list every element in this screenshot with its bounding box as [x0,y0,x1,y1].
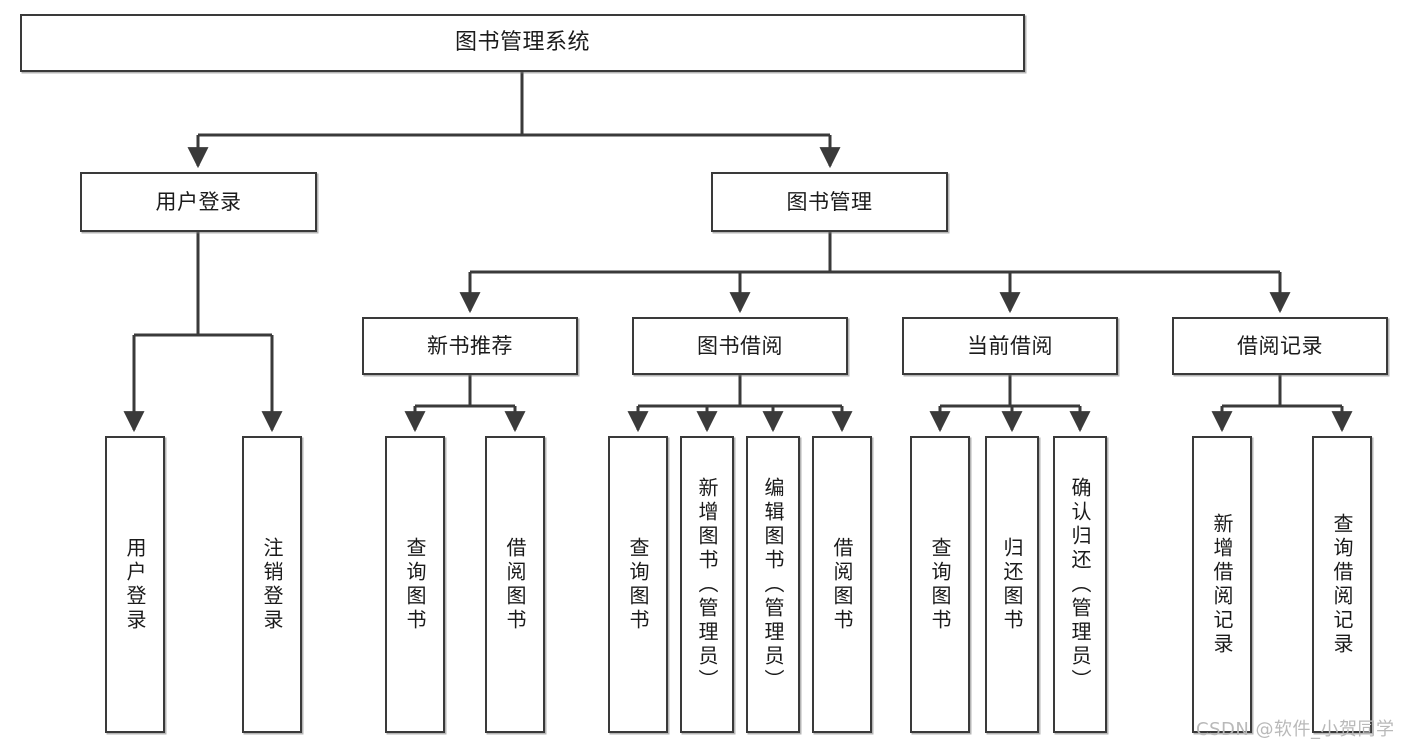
node-leaf-borrow-book-2[interactable]: 借阅图书 [812,436,872,733]
node-leaf-return-book-label: 归还图书 [1000,536,1024,633]
node-leaf-query-borrow-record-label: 查询借阅记录 [1330,512,1354,657]
node-leaf-add-borrow-record-label: 新增借阅记录 [1210,512,1234,657]
node-leaf-add-book-label: 新增图书（管理员） [695,476,719,693]
node-leaf-query-book-3-label: 查询图书 [928,536,952,633]
node-root[interactable]: 图书管理系统 [20,14,1025,72]
node-root-label: 图书管理系统 [454,30,590,56]
node-new-book-recommend[interactable]: 新书推荐 [362,317,578,375]
node-book-borrow-label: 图书借阅 [697,333,783,358]
node-leaf-user-login[interactable]: 用户登录 [105,436,165,733]
node-book-management[interactable]: 图书管理 [711,172,948,232]
node-leaf-add-borrow-record[interactable]: 新增借阅记录 [1192,436,1252,733]
node-leaf-borrow-book-2-label: 借阅图书 [830,536,854,633]
node-leaf-borrow-book-1[interactable]: 借阅图书 [485,436,545,733]
node-new-book-recommend-label: 新书推荐 [427,333,513,358]
node-leaf-edit-book[interactable]: 编辑图书（管理员） [746,436,800,733]
node-leaf-query-book-2-label: 查询图书 [626,536,650,633]
node-leaf-confirm-return[interactable]: 确认归还（管理员） [1053,436,1107,733]
node-current-borrow-label: 当前借阅 [967,333,1053,358]
node-leaf-query-book-1[interactable]: 查询图书 [385,436,445,733]
node-leaf-logout[interactable]: 注销登录 [242,436,302,733]
node-leaf-user-login-label: 用户登录 [123,536,147,633]
node-leaf-query-book-2[interactable]: 查询图书 [608,436,668,733]
node-borrow-record-label: 借阅记录 [1237,333,1323,358]
node-book-borrow[interactable]: 图书借阅 [632,317,848,375]
node-user-login[interactable]: 用户登录 [80,172,317,232]
node-leaf-borrow-book-1-label: 借阅图书 [503,536,527,633]
node-current-borrow[interactable]: 当前借阅 [902,317,1118,375]
node-leaf-return-book[interactable]: 归还图书 [985,436,1039,733]
node-leaf-edit-book-label: 编辑图书（管理员） [761,476,785,693]
node-leaf-query-book-3[interactable]: 查询图书 [910,436,970,733]
node-user-login-label: 用户登录 [155,189,242,214]
node-borrow-record[interactable]: 借阅记录 [1172,317,1388,375]
node-book-management-label: 图书管理 [786,189,873,214]
node-leaf-add-book[interactable]: 新增图书（管理员） [680,436,734,733]
node-leaf-logout-label: 注销登录 [260,536,284,633]
node-leaf-confirm-return-label: 确认归还（管理员） [1068,476,1092,693]
node-leaf-query-borrow-record[interactable]: 查询借阅记录 [1312,436,1372,733]
node-leaf-query-book-1-label: 查询图书 [403,536,427,633]
